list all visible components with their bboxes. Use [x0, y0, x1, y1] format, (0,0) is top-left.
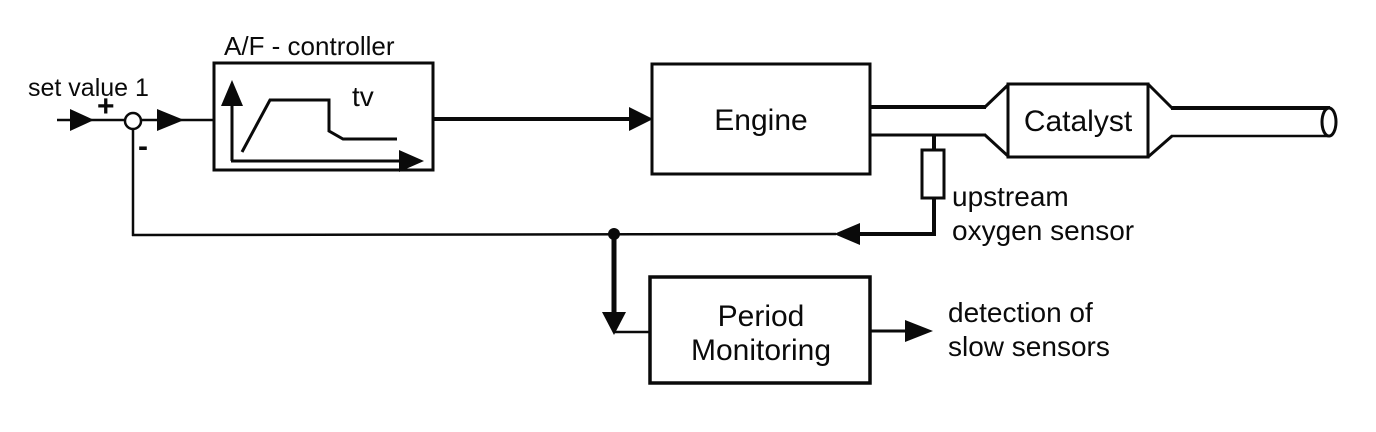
upstream-sensor-label-line1: upstream	[952, 181, 1069, 212]
sensor-body	[920, 148, 946, 200]
af-controller-title: A/F - controller	[224, 31, 395, 61]
exhaust-pipe	[871, 105, 986, 137]
upstream-sensor-label-line2: oxygen sensor	[952, 215, 1134, 246]
detection-label-line1: detection of	[948, 297, 1093, 328]
engine-block: Engine	[650, 62, 872, 176]
catalyst-outlet-cone-bottom	[1147, 134, 1173, 159]
catalyst-block: Catalyst	[983, 82, 1338, 159]
monitoring-branch	[602, 234, 652, 335]
period-monitoring-block: Period Monitoring	[648, 275, 872, 385]
feedback-line-horizontal	[131, 232, 837, 237]
detection-label-line2: slow sensors	[948, 331, 1110, 362]
catalyst-body	[1006, 82, 1150, 159]
af-controller-block: A/F - controller tv	[212, 31, 435, 172]
branch-arrowhead-icon	[602, 312, 626, 335]
tailpipe-open-end	[1320, 106, 1338, 138]
af-controller-box	[212, 61, 435, 172]
feedback-arrowhead-icon	[834, 223, 860, 245]
controller-engine-connection	[434, 107, 653, 131]
output-arrowhead-icon	[905, 320, 933, 342]
period-monitoring-box	[648, 275, 872, 385]
period-monitoring-label-line2: Monitoring	[691, 334, 831, 367]
catalyst-inlet-cone-top	[983, 82, 1011, 109]
catalyst-label: Catalyst	[1024, 105, 1133, 138]
engine-label: Engine	[714, 104, 807, 137]
catalyst-inlet-cone-bottom	[983, 133, 1011, 159]
plus-sign: +	[97, 90, 115, 123]
summing-circle	[123, 111, 143, 131]
graph-x-arrowhead-icon	[399, 150, 424, 172]
period-monitoring-label-line1: Period	[718, 300, 805, 333]
engine-box	[650, 62, 872, 176]
catalyst-outlet-cone-top	[1146, 82, 1174, 110]
feedback-path	[131, 128, 936, 245]
minus-sign: -	[138, 130, 148, 163]
detection-output: detection of slow sensors	[870, 297, 1110, 362]
summing-junction: set value 1 + -	[28, 74, 214, 163]
oxygen-sensor: upstream oxygen sensor	[920, 135, 1134, 246]
graph-y-arrowhead-icon	[221, 80, 243, 106]
controller-engine-arrowhead-icon	[629, 107, 653, 131]
tv-curve	[240, 98, 397, 153]
input-arrowhead-icon	[70, 109, 94, 131]
tv-label: tv	[352, 81, 374, 112]
error-arrowhead-icon	[157, 109, 184, 131]
set-value-label: set value 1	[28, 74, 149, 102]
